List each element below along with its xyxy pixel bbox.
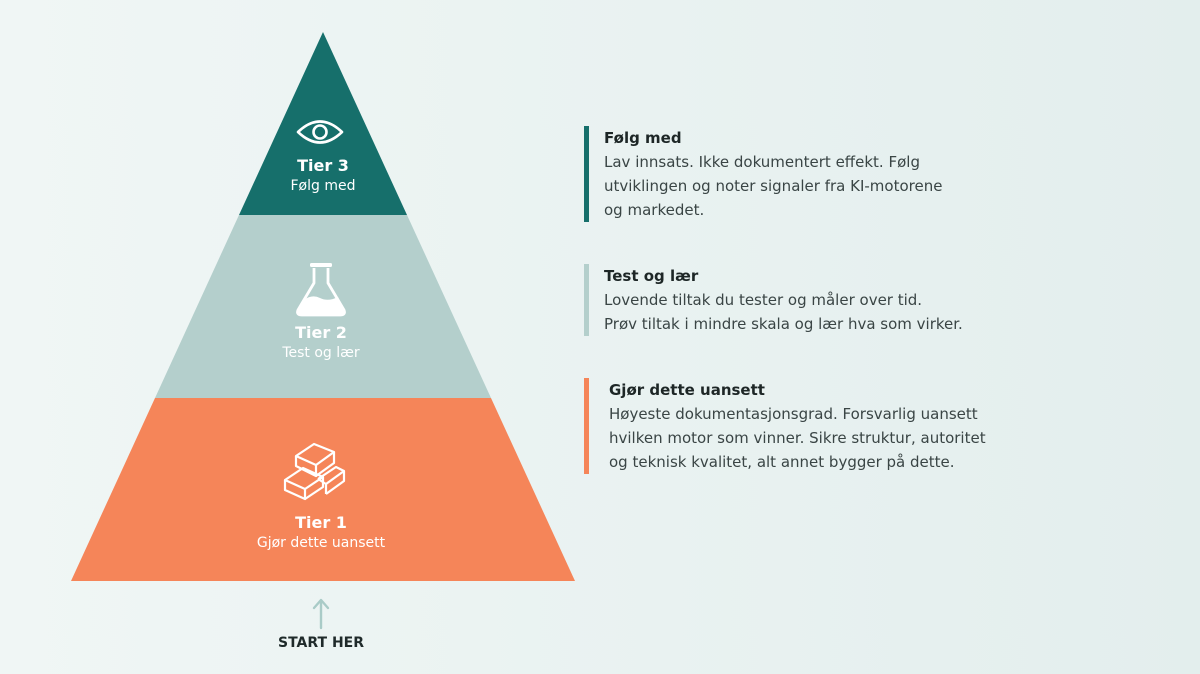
description-tier-1-title: Gjør dette uansett [609, 381, 765, 399]
description-tier-3-accent-bar [584, 126, 589, 222]
start-arrow-icon [312, 598, 330, 630]
tier-3-label: Tier 3 Følg med [291, 156, 356, 196]
tier-3-title: Tier 3 [297, 156, 349, 175]
tier-2-label: Tier 2 Test og lær [282, 323, 359, 363]
description-tier-2: Test og lær Lovende tiltak du tester og … [584, 264, 1044, 336]
description-tier-2-body: Lovende tiltak du tester og måler over t… [604, 291, 963, 333]
description-tier-1-body: Høyeste dokumentasjonsgrad. Forsvarlig u… [609, 405, 986, 471]
pyramid-tier-1 [71, 398, 575, 581]
tier-1-subtitle: Gjør dette uansett [256, 535, 386, 551]
tier-2-subtitle: Test og lær [282, 345, 360, 361]
description-tier-3-title: Følg med [604, 129, 682, 147]
description-tier-2-title: Test og lær [604, 267, 699, 285]
start-here-label: START HER [277, 635, 365, 651]
description-tier-1-accent-bar [584, 378, 589, 474]
description-tier-3: Følg med Lav innsats. Ikke dokumentert e… [584, 126, 1044, 222]
tier-1-label: Tier 1 Gjør dette uansett [257, 513, 385, 553]
description-tier-1: Gjør dette uansett Høyeste dokumentasjon… [584, 378, 1059, 474]
bricks-icon [283, 442, 346, 501]
pyramid-tier-3 [239, 32, 407, 215]
tier-3-subtitle: Følg med [290, 178, 356, 194]
description-tier-3-body: Lav innsats. Ikke dokumentert effekt. Fø… [604, 153, 943, 219]
tier-2-title: Tier 2 [295, 323, 347, 342]
eye-icon [296, 120, 344, 144]
tier-1-title: Tier 1 [295, 513, 347, 532]
description-tier-2-accent-bar [584, 264, 589, 336]
flask-icon [296, 263, 346, 317]
